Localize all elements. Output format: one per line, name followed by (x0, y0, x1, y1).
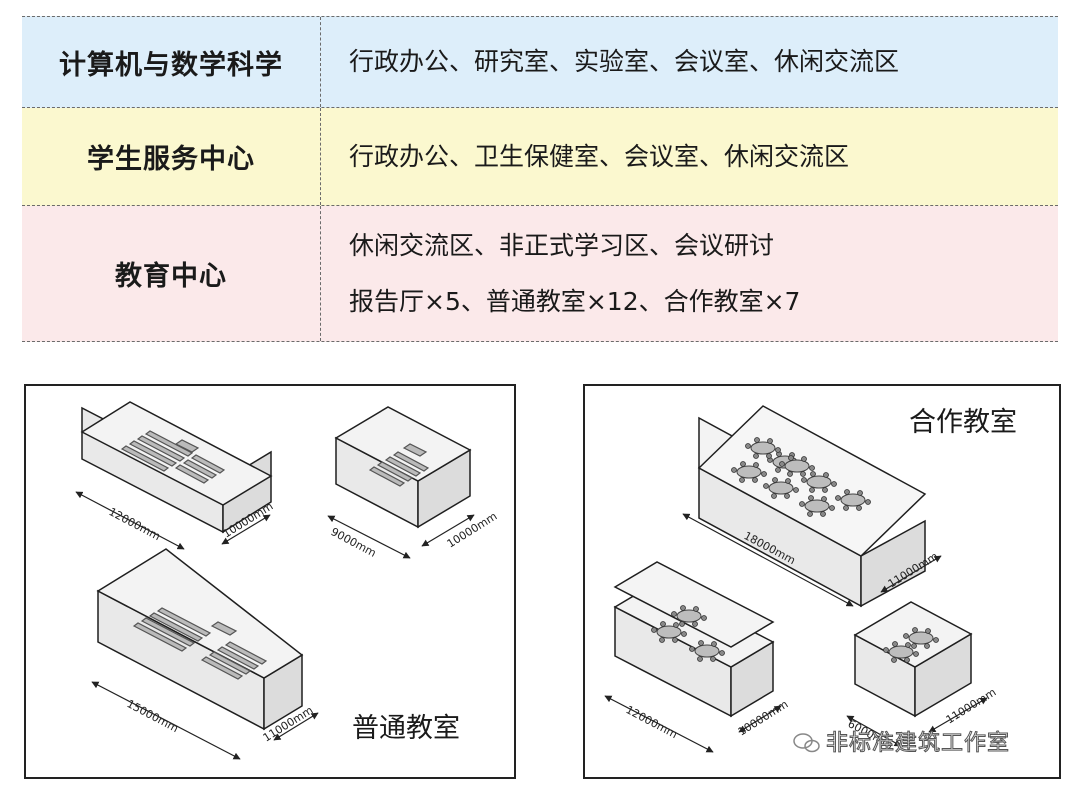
row-content: 行政办公、卫生保健室、会议室、休闲交流区 (321, 108, 1058, 205)
room-c-box (853, 601, 973, 718)
row-line: 行政办公、研究室、实验室、会议室、休闲交流区 (349, 47, 900, 76)
row-heading: 教育中心 (22, 206, 321, 341)
row-line: 报告厅×5、普通教室×12、合作教室×7 (349, 286, 801, 316)
wechat-icon (793, 733, 820, 753)
room-a-box (80, 401, 273, 534)
dim-label: 9000mm (329, 525, 379, 560)
desk-rows (132, 607, 268, 680)
regular-classroom-panel: 12000mm 10000mm 9000mm 10000mm (24, 384, 516, 779)
panel-title: 合作教室 (909, 407, 1017, 438)
row-heading: 计算机与数学科学 (22, 17, 321, 107)
table-row-computer-math: 计算机与数学科学 行政办公、研究室、实验室、会议室、休闲交流区 (22, 16, 1058, 108)
row-content: 行政办公、研究室、实验室、会议室、休闲交流区 (321, 17, 1058, 107)
table-row-education-center: 教育中心 休闲交流区、非正式学习区、会议研讨 报告厅×5、普通教室×12、合作教… (22, 206, 1058, 342)
room-b-box (334, 406, 472, 529)
watermark: 非标准建筑工作室 (825, 731, 1011, 757)
regular-classroom-drawing: 12000mm 10000mm 9000mm 10000mm (75, 401, 499, 760)
collaborative-classroom-drawing: 18000mm 11000mm 12000mm 10000mm 6000m (604, 405, 998, 753)
panel-title: 普通教室 (352, 713, 460, 744)
table-row-student-services: 学生服务中心 行政办公、卫生保健室、会议室、休闲交流区 (22, 108, 1058, 206)
desk-rows (120, 430, 226, 484)
collaborative-classroom-panel: 18000mm 11000mm 12000mm 10000mm 6000m (583, 384, 1061, 779)
row-content: 休闲交流区、非正式学习区、会议研讨 报告厅×5、普通教室×12、合作教室×7 (321, 206, 1058, 341)
program-table: 计算机与数学科学 行政办公、研究室、实验室、会议室、休闲交流区 学生服务中心 行… (22, 16, 1058, 342)
dim-label: 15000mm (125, 697, 181, 735)
room-b-box (613, 561, 775, 718)
dim-label: 12000mm (624, 703, 680, 741)
dim-label: 12000mm (107, 505, 163, 543)
row-line: 休闲交流区、非正式学习区、会议研讨 (349, 230, 775, 260)
row-line: 行政办公、卫生保健室、会议室、休闲交流区 (349, 141, 850, 171)
desk-rows (368, 443, 430, 487)
row-heading: 学生服务中心 (22, 108, 321, 205)
